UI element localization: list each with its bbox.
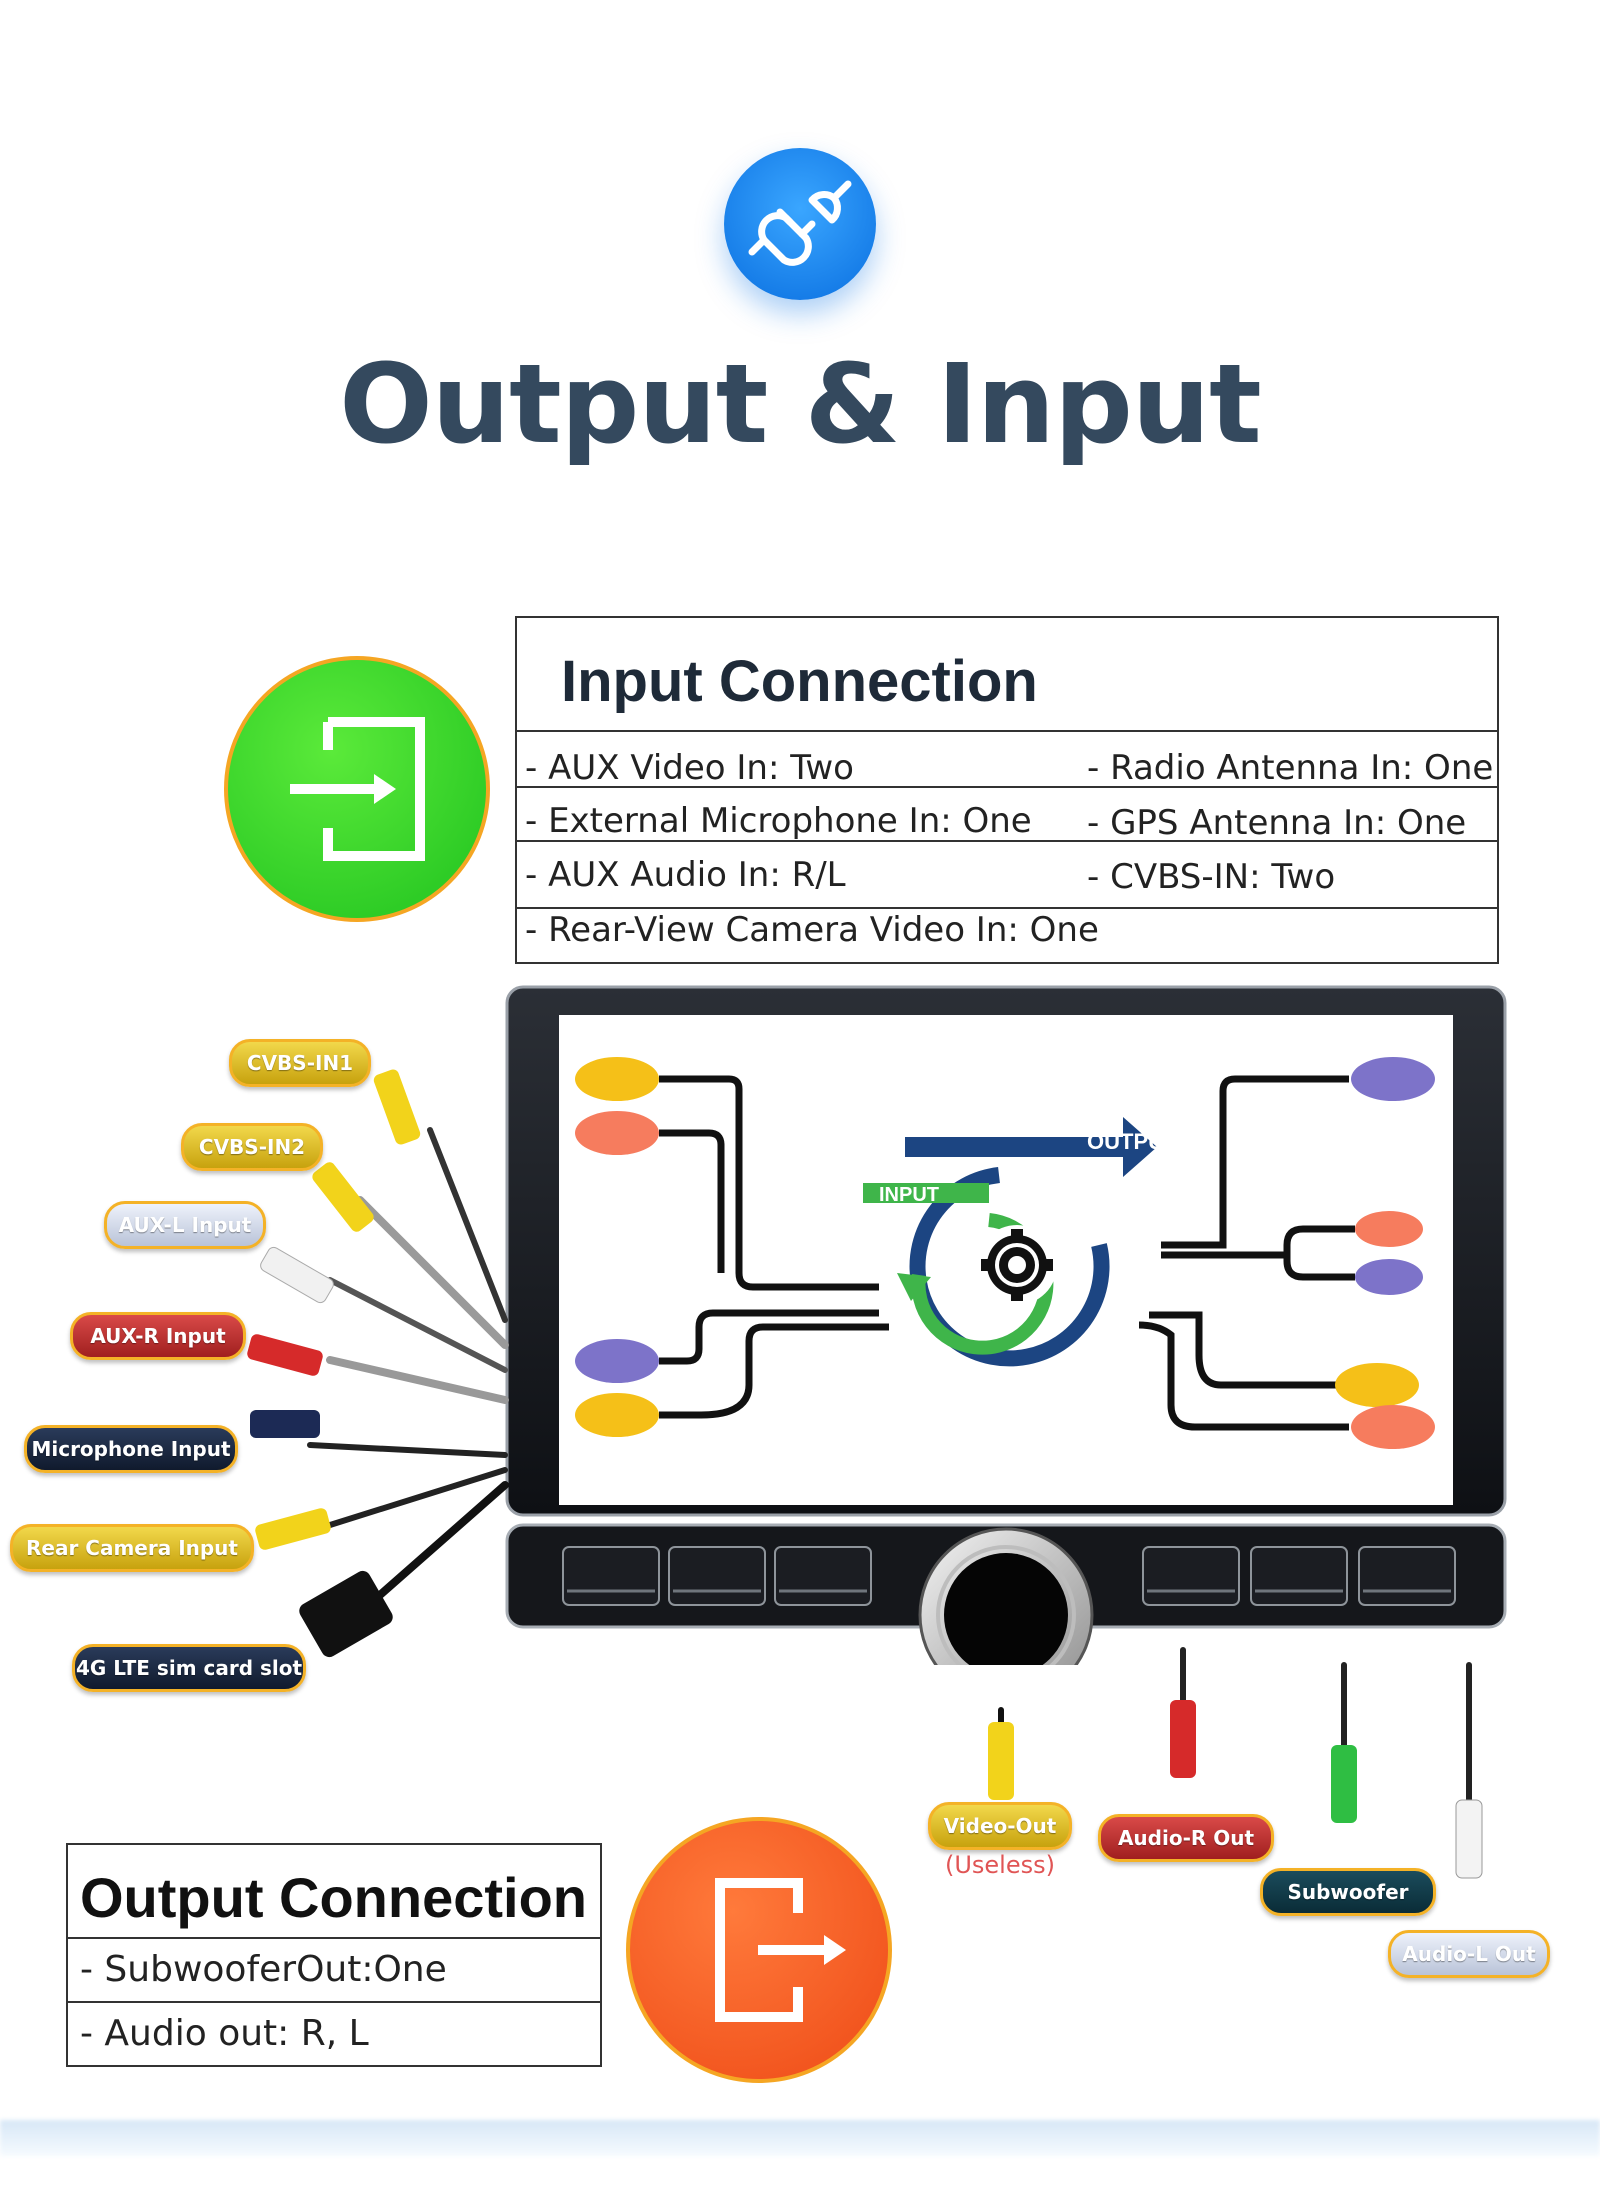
logout-arrow-icon (626, 1817, 892, 2083)
label-audio-l-out: Audio-L Out (1388, 1930, 1550, 1978)
label-cvbs-in2: CVBS-IN2 (181, 1123, 323, 1171)
label-audio-r-out: Audio-R Out (1098, 1814, 1274, 1862)
bottom-shadow-bar (0, 2120, 1600, 2156)
input-connection-table: Input Connection - AUX Video In: Two - R… (515, 616, 1499, 964)
output-row-1: - SubwooferOut:One (80, 1949, 447, 1990)
output-row-2: - Audio out: R, L (80, 2013, 369, 2054)
label-microphone-input: Microphone Input (24, 1425, 238, 1473)
label-cvbs-in1: CVBS-IN1 (229, 1039, 371, 1087)
input-row-3-right: - CVBS-IN: Two (1087, 857, 1336, 897)
output-connection-table: Output Connection - SubwooferOut:One - A… (66, 1843, 602, 2067)
input-row-1-right: - Radio Antenna In: One (1087, 748, 1494, 788)
input-row-2-right: - GPS Antenna In: One (1087, 803, 1467, 843)
screen-input-label: INPUT (879, 1184, 939, 1206)
label-rear-camera-input: Rear Camera Input (10, 1524, 254, 1572)
label-aux-l-input: AUX-L Input (104, 1201, 266, 1249)
input-row-4-left: - Rear-View Camera Video In: One (525, 910, 1099, 950)
input-connection-heading: Input Connection (561, 649, 1038, 714)
head-unit-device: OUTPUT INPUT (505, 985, 1507, 1703)
label-subwoofer: Subwoofer (1260, 1868, 1436, 1916)
label-aux-r-input: AUX-R Input (70, 1312, 246, 1360)
plug-icon (724, 148, 876, 300)
input-row-3-left: - AUX Audio In: R/L (525, 855, 846, 895)
label-4g-sim-slot: 4G LTE sim card slot (72, 1644, 306, 1692)
input-row-2-left: - External Microphone In: One (525, 801, 1032, 841)
login-arrow-icon (224, 656, 490, 922)
video-out-note: (Useless) (944, 1851, 1055, 1879)
label-video-out: Video-Out (928, 1802, 1072, 1850)
page-title: Output & Input (339, 340, 1261, 468)
io-diagram-screen: OUTPUT INPUT (575, 1057, 1435, 1449)
input-row-1-left: - AUX Video In: Two (525, 748, 854, 788)
gear-icon (981, 1229, 1053, 1301)
output-connection-heading: Output Connection (80, 1866, 588, 1929)
screen-output-label: OUTPUT (1087, 1129, 1178, 1154)
